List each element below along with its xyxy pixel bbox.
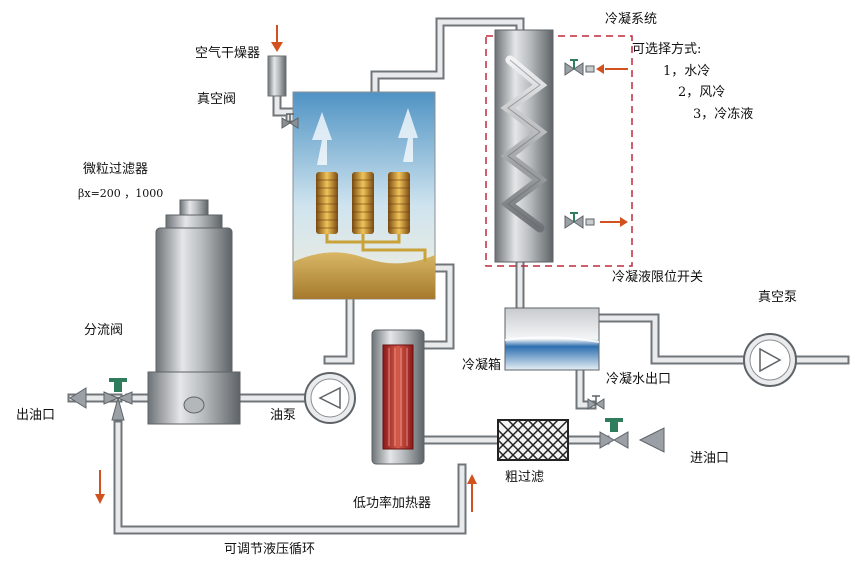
vacuum-pump-label: 真空泵 (758, 290, 798, 305)
oil-pump-label: 油泵 (270, 408, 297, 423)
pipe-network (67, 17, 850, 535)
adjustable-pressure-loop-label: 可调节液压循环 (224, 542, 316, 557)
coolant-outlet-valve[interactable] (564, 212, 595, 229)
cooling-option-water: 1，水冷 (663, 64, 711, 79)
condensate-outlet-label: 冷凝水出口 (606, 372, 672, 387)
low-power-heater (371, 329, 425, 465)
condenser-tank-label: 冷凝箱 (462, 358, 502, 373)
coarse-filter-label: 粗过滤 (505, 470, 545, 485)
cooling-options-title: 可选择方式: (632, 42, 702, 57)
flow-arrows (95, 470, 477, 512)
diverter-valve[interactable] (103, 378, 133, 421)
particle-filter-label: 微粒过滤器 (83, 162, 149, 177)
condensate-outlet-valve[interactable] (587, 395, 605, 410)
particle-filter (147, 199, 241, 425)
condensate-tank (504, 307, 600, 371)
beta-ratio-label: βx=200 ，1000 (78, 187, 164, 200)
oil-pump[interactable] (304, 372, 356, 424)
heating-elements (316, 172, 427, 262)
oil-outlet-arrow-icon (69, 387, 87, 409)
cooling-option-coolant: 3，冷冻液 (693, 107, 754, 122)
vacuum-tank (292, 91, 436, 300)
vapor-arrow-icon (312, 108, 418, 165)
vacuum-pump[interactable] (743, 333, 797, 387)
coolant-inlet-valve[interactable] (564, 59, 595, 76)
low-power-heater-label: 低功率加热器 (353, 496, 432, 511)
condenser-system-label: 冷凝系统 (605, 12, 658, 27)
cooling-option-air: 2，风冷 (678, 85, 726, 100)
air-dryer (267, 25, 287, 97)
oil-outlet-label: 出油口 (16, 408, 56, 423)
condenser-system (485, 29, 633, 267)
condensate-limit-switch-label: 冷凝液限位开关 (612, 270, 704, 285)
coarse-filter (497, 419, 569, 461)
inlet-valve[interactable] (599, 418, 665, 453)
vacuum-valve[interactable] (281, 113, 299, 129)
vacuum-valve-label: 真空阀 (197, 92, 237, 107)
diverter-valve-label: 分流阀 (84, 323, 124, 338)
air-dryer-label: 空气干燥器 (195, 46, 261, 61)
oil-inlet-label: 进油口 (690, 451, 730, 466)
